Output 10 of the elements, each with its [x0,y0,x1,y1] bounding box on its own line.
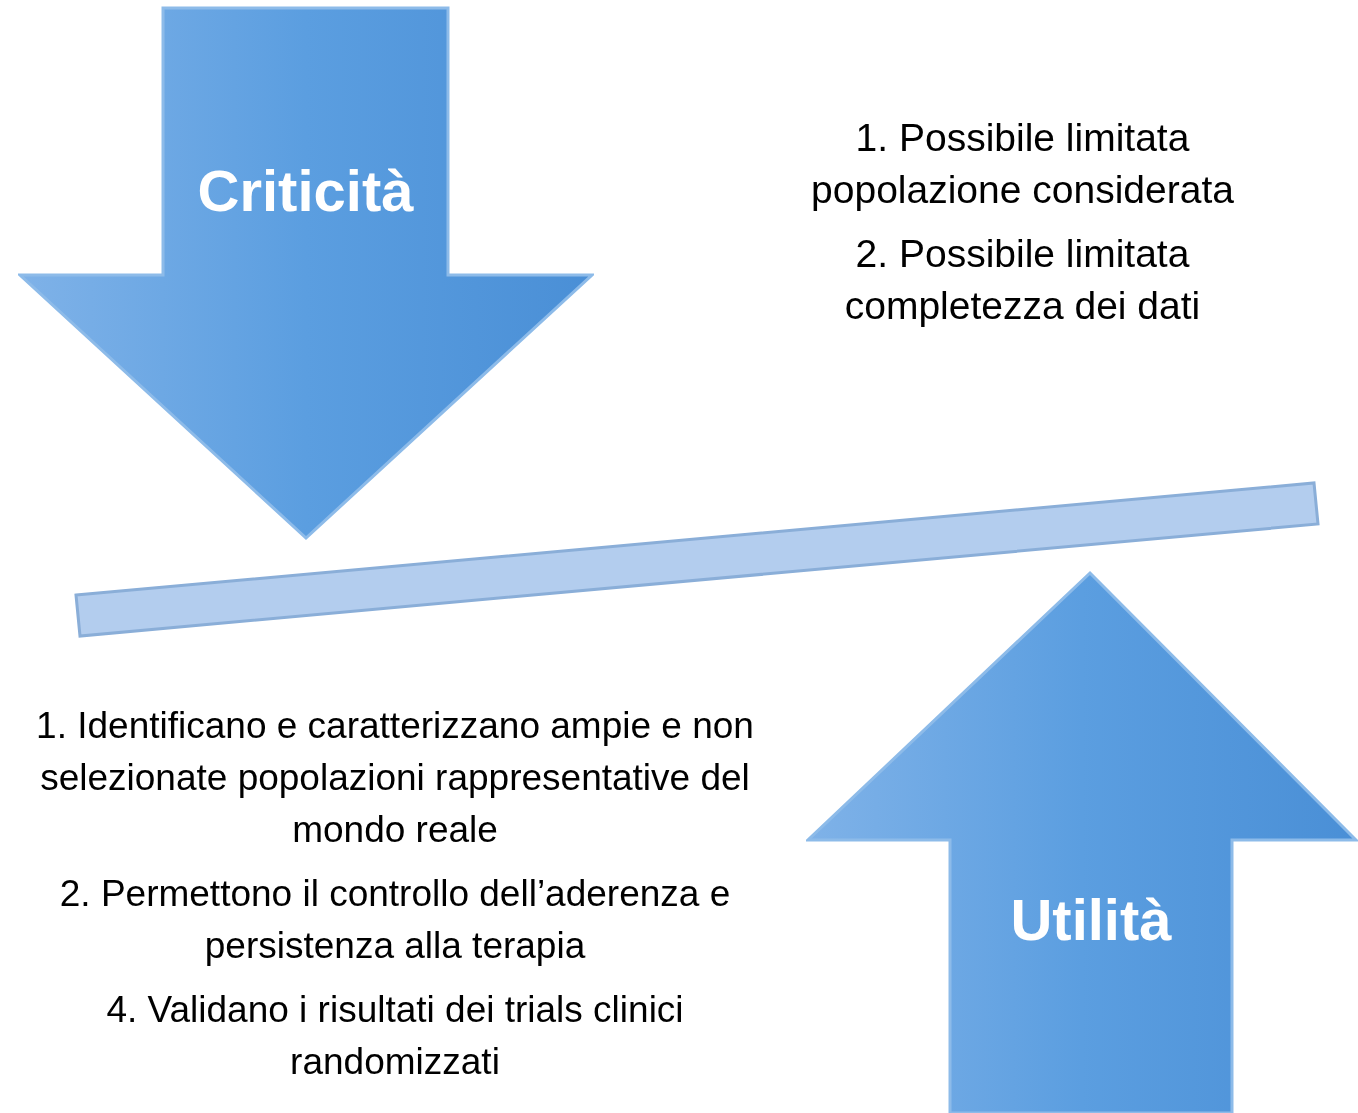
seesaw-beam [74,481,1320,638]
arrow-label: Criticità [196,157,415,225]
list-item: 2. Permettono il controllo dell’aderenza e persistenza alla terapia [58,872,732,968]
list-item: 1. Possibile limitata popolazione considerata [810,115,1235,213]
list-item: 2. Possibile limitata completezza dei dati [843,231,1202,329]
down-block-arrow [18,6,594,542]
up-block-arrow [806,570,1358,1113]
list-item: 4. Validano i risultati dei trials clinici randomizzati [105,988,685,1084]
list-item: 1. Identificano e caratterizzano ampie e non selezionate popolazioni rappresentative del mondo reale [35,704,755,852]
arrow-label: Utilità [1009,886,1173,954]
